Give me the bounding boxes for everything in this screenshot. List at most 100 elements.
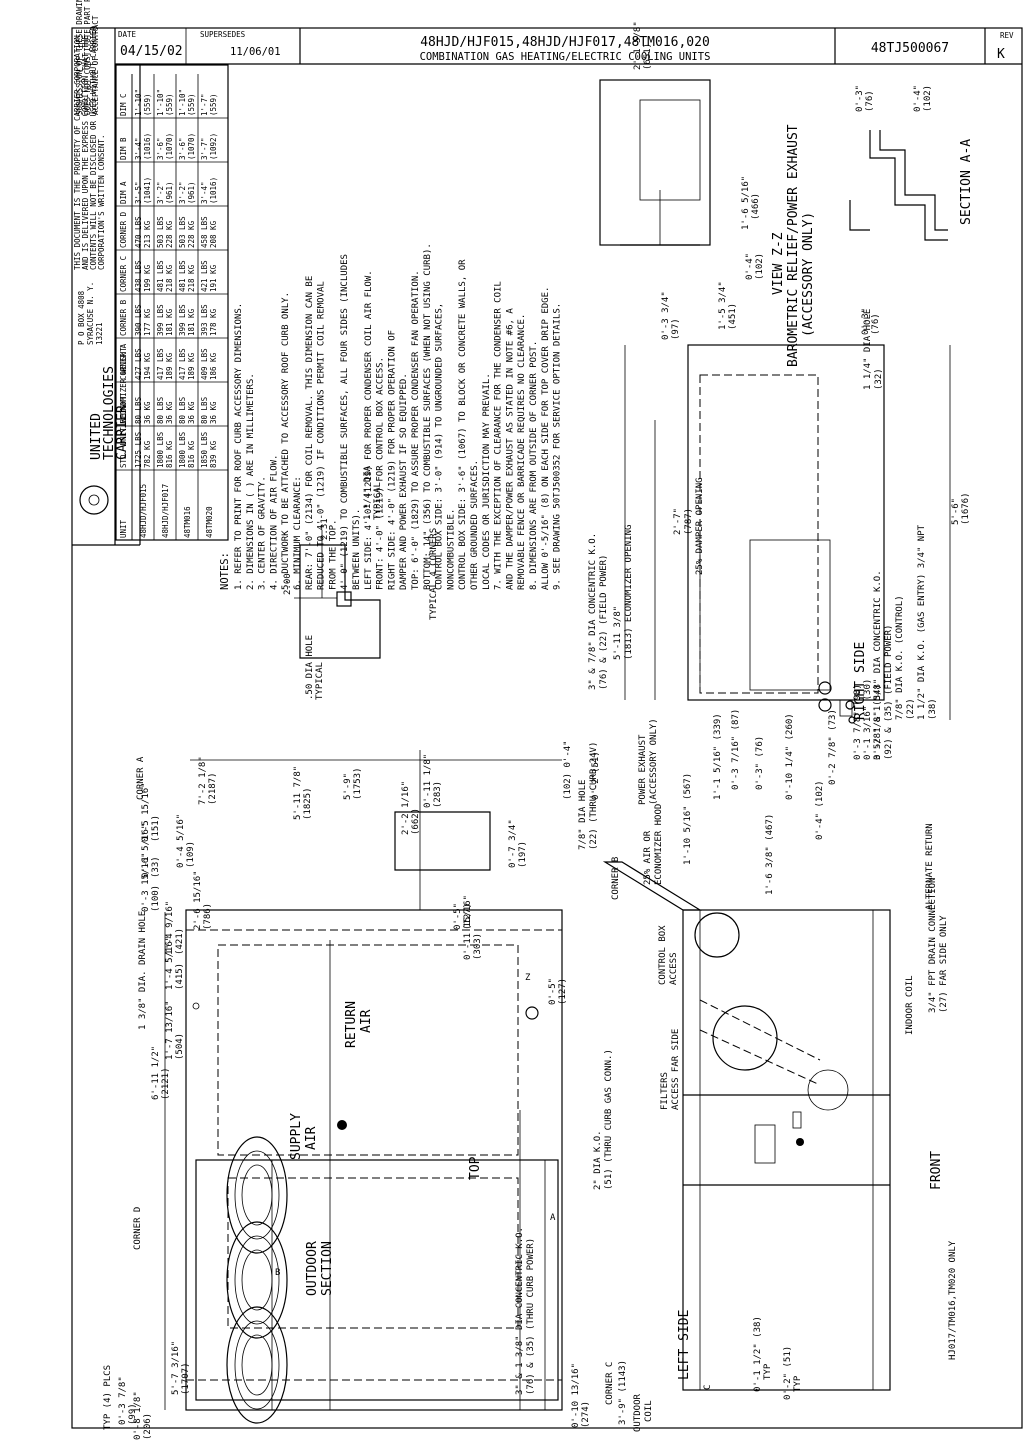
svg-text:(27) FAR SIDE ONLY: (27) FAR SIDE ONLY [939, 915, 949, 1013]
right-dim-55: 5'-6" [951, 498, 961, 525]
svg-text:(22) (THRU CURB,24V): (22) (THRU CURB,24V) [589, 742, 599, 850]
dim-d13-mm: (151) [151, 815, 161, 842]
table-header: DIM A [119, 181, 128, 204]
corner-b-label: CORNER B [611, 857, 621, 900]
outdoor-coil-label: OUTDOOR [633, 1393, 643, 1432]
dim-d20: (102) 0'-4" [563, 740, 573, 800]
dim-d17-mm: (662) [411, 808, 421, 835]
table-cell: 503 LBS [178, 216, 187, 248]
address-1: P O BOX 4808 [77, 290, 86, 345]
table-cell: 80 LBS [178, 396, 187, 424]
corner-a-label: CORNER A [136, 756, 146, 800]
table-unit-cell: 48TM020 [205, 506, 214, 538]
right-dim-03: 0'-3" [861, 308, 871, 335]
zz-dim-2: 1'-6 5/16" [741, 176, 751, 230]
table-cell: 3'-4" [134, 137, 143, 160]
date-value: 04/15/02 [120, 44, 183, 59]
table-cell: 1'-10" [134, 89, 143, 116]
dim-d18-mm: (283) [433, 781, 443, 808]
table-cell: 393 LBS [200, 304, 209, 336]
outdoor-section-outline [195, 1159, 559, 1401]
table-unit-cell: 48HJD/HJF015 [139, 484, 148, 538]
front-dim: 0'-3 7/8" (98) [853, 684, 863, 760]
curb-24v-label: 7/8" DIA HOLE [578, 780, 588, 850]
note-line: REDUCED TO 4'-0" (1219) IF CONDITIONS PE… [317, 281, 327, 590]
note-line: 1. REFER TO PRINT FOR ROOF CURB ACCESSOR… [234, 303, 244, 590]
damper-label: 25% DAMPER OPENING [695, 477, 705, 575]
table-cell: 3'-2" [178, 181, 187, 204]
svg-text:AIR: AIR [359, 1009, 374, 1033]
property-notice-2: AND IS DELIVERED UPON THE EXPRESS CONDIT… [81, 35, 90, 270]
dim-d6: 1'-7 13/16" [165, 1000, 175, 1060]
svg-text:(651): (651) [643, 43, 653, 70]
svg-text:(ACCESSORY ONLY): (ACCESSORY ONLY) [649, 718, 659, 805]
table-cell: 186 KG [209, 352, 218, 380]
economizer-dim: 5'-11 3/8" [613, 606, 623, 660]
dim-d22-mm: (303) [473, 933, 483, 960]
note-line: 5. DUCTWORK TO BE ATTACHED TO ACCESSORY … [281, 292, 291, 590]
table-cell: 218 KG [187, 264, 196, 292]
damper-dim: 2'-7" [673, 508, 683, 535]
return-air-label: RETURN [344, 1001, 359, 1048]
detail-dim-231: 2.31 [320, 518, 330, 540]
table-cell: (1016) [209, 177, 218, 204]
power-exhaust-label: POWER EXHAUST [638, 734, 648, 805]
table-cell: (1016) [143, 133, 152, 160]
dim-d2: 0'-8 1/8" [133, 1391, 143, 1440]
right-dim-03-mm: (76) [871, 313, 881, 335]
table-cell: 177 KG [143, 308, 152, 336]
field-power-ko-icon [818, 681, 832, 695]
note-line: FRONT: 4'-0" (1219) FOR CONTROL BOX ACCE… [376, 357, 386, 590]
right-dim-153: 1'-5 3/4" [718, 281, 728, 330]
blower-icon [694, 912, 740, 958]
center-of-gravity-icon [337, 1120, 347, 1130]
note-line: 9. SEE DRAWING 50TJ500352 FOR SERVICE OP… [553, 303, 563, 590]
table-cell: 36 KG [209, 401, 218, 424]
damper-dim-mm: (787) [684, 508, 694, 535]
table-header: UNIT [119, 519, 128, 538]
dim-z-label: Z [525, 973, 531, 983]
note-line: DAMPER AND POWER EXHAUST IF SO EQUIPPED. [399, 373, 409, 590]
dim-d3-mm: (1707) [181, 1362, 191, 1395]
table-cell: 399 LBS [156, 304, 165, 336]
right-dim-153-mm: (451) [728, 303, 738, 330]
company-name-2: TECHNOLOGIES [102, 366, 117, 460]
company-name-1: UNITED [89, 413, 104, 460]
table-header: CORNER D [119, 211, 128, 248]
note-line: 2. DIMENSIONS IN ( ) ARE IN MILLIMETERS. [246, 373, 256, 590]
svg-text:(51) (THRU CURB GAS CONN.): (51) (THRU CURB GAS CONN.) [604, 1049, 614, 1190]
table-cell: (559) [187, 93, 196, 116]
front-dim: 0'-1 3/16" (30) [863, 679, 873, 760]
return-air-opening [217, 944, 519, 1156]
right-dim-55-mm: (1676) [961, 492, 971, 525]
front-dim: TYP [793, 1375, 803, 1392]
table-cell: 80 LBS [134, 396, 143, 424]
svg-text:(ACCESSORY ONLY): (ACCESSORY ONLY) [801, 212, 816, 337]
dim-d5-mm: (2121) [161, 1067, 171, 1100]
note-line: TOP: 6'-0" (1829) TO ASSURE PROPER CONDE… [411, 270, 421, 590]
dim-d11: 0'-1 5/16" [141, 824, 151, 878]
table-cell: 181 KG [187, 308, 196, 336]
right-side-outline [687, 344, 885, 701]
drawing-title-2: COMBINATION GAS HEATING/ELECTRIC COOLING… [420, 51, 711, 63]
dim-d16: 5'-9" [343, 773, 353, 800]
note-line: NONCOMBUSTIBLE. [446, 509, 456, 590]
note-line: CONTROL BOX SIDE: 3'-6" (1067) TO BLOCK … [458, 259, 468, 590]
note-line: BOTTOM: 14" (356) TO COMBUSTIBLE SURFACE… [423, 243, 433, 590]
submission-notice-2: DOES NOT CONSTITUTE PART PERFORMANCE OR [83, 0, 92, 115]
top-view: RETURN AIR SUPPLY AIR OUTDOOR SECTION TO… [103, 718, 659, 1440]
front-dim: 3'-9" (1143) [618, 1360, 628, 1425]
note-line: 7. WITH THE EXCEPTION OF CLEARANCE FOR T… [494, 281, 504, 590]
table-cell: 80 LBS [156, 396, 165, 424]
table-cell: 194 KG [143, 352, 152, 380]
economizer-label: (1813) ECONOMIZER OPENING [624, 525, 634, 660]
front-dim: C [703, 1385, 713, 1390]
corner-hole-label: 1 1/4" DIA [363, 465, 373, 520]
table-cell: 191 KG [209, 264, 218, 292]
dim-b-label: B [275, 1268, 280, 1278]
ko4-mm: (38) [928, 698, 938, 720]
table-cell: 782 KG [143, 440, 152, 468]
dim-d14-mm: (2187) [208, 772, 218, 805]
svg-text:SECTION: SECTION [320, 1241, 335, 1296]
property-notice-4: CORPORATION'S WRITTEN CONSENT. [97, 135, 106, 270]
